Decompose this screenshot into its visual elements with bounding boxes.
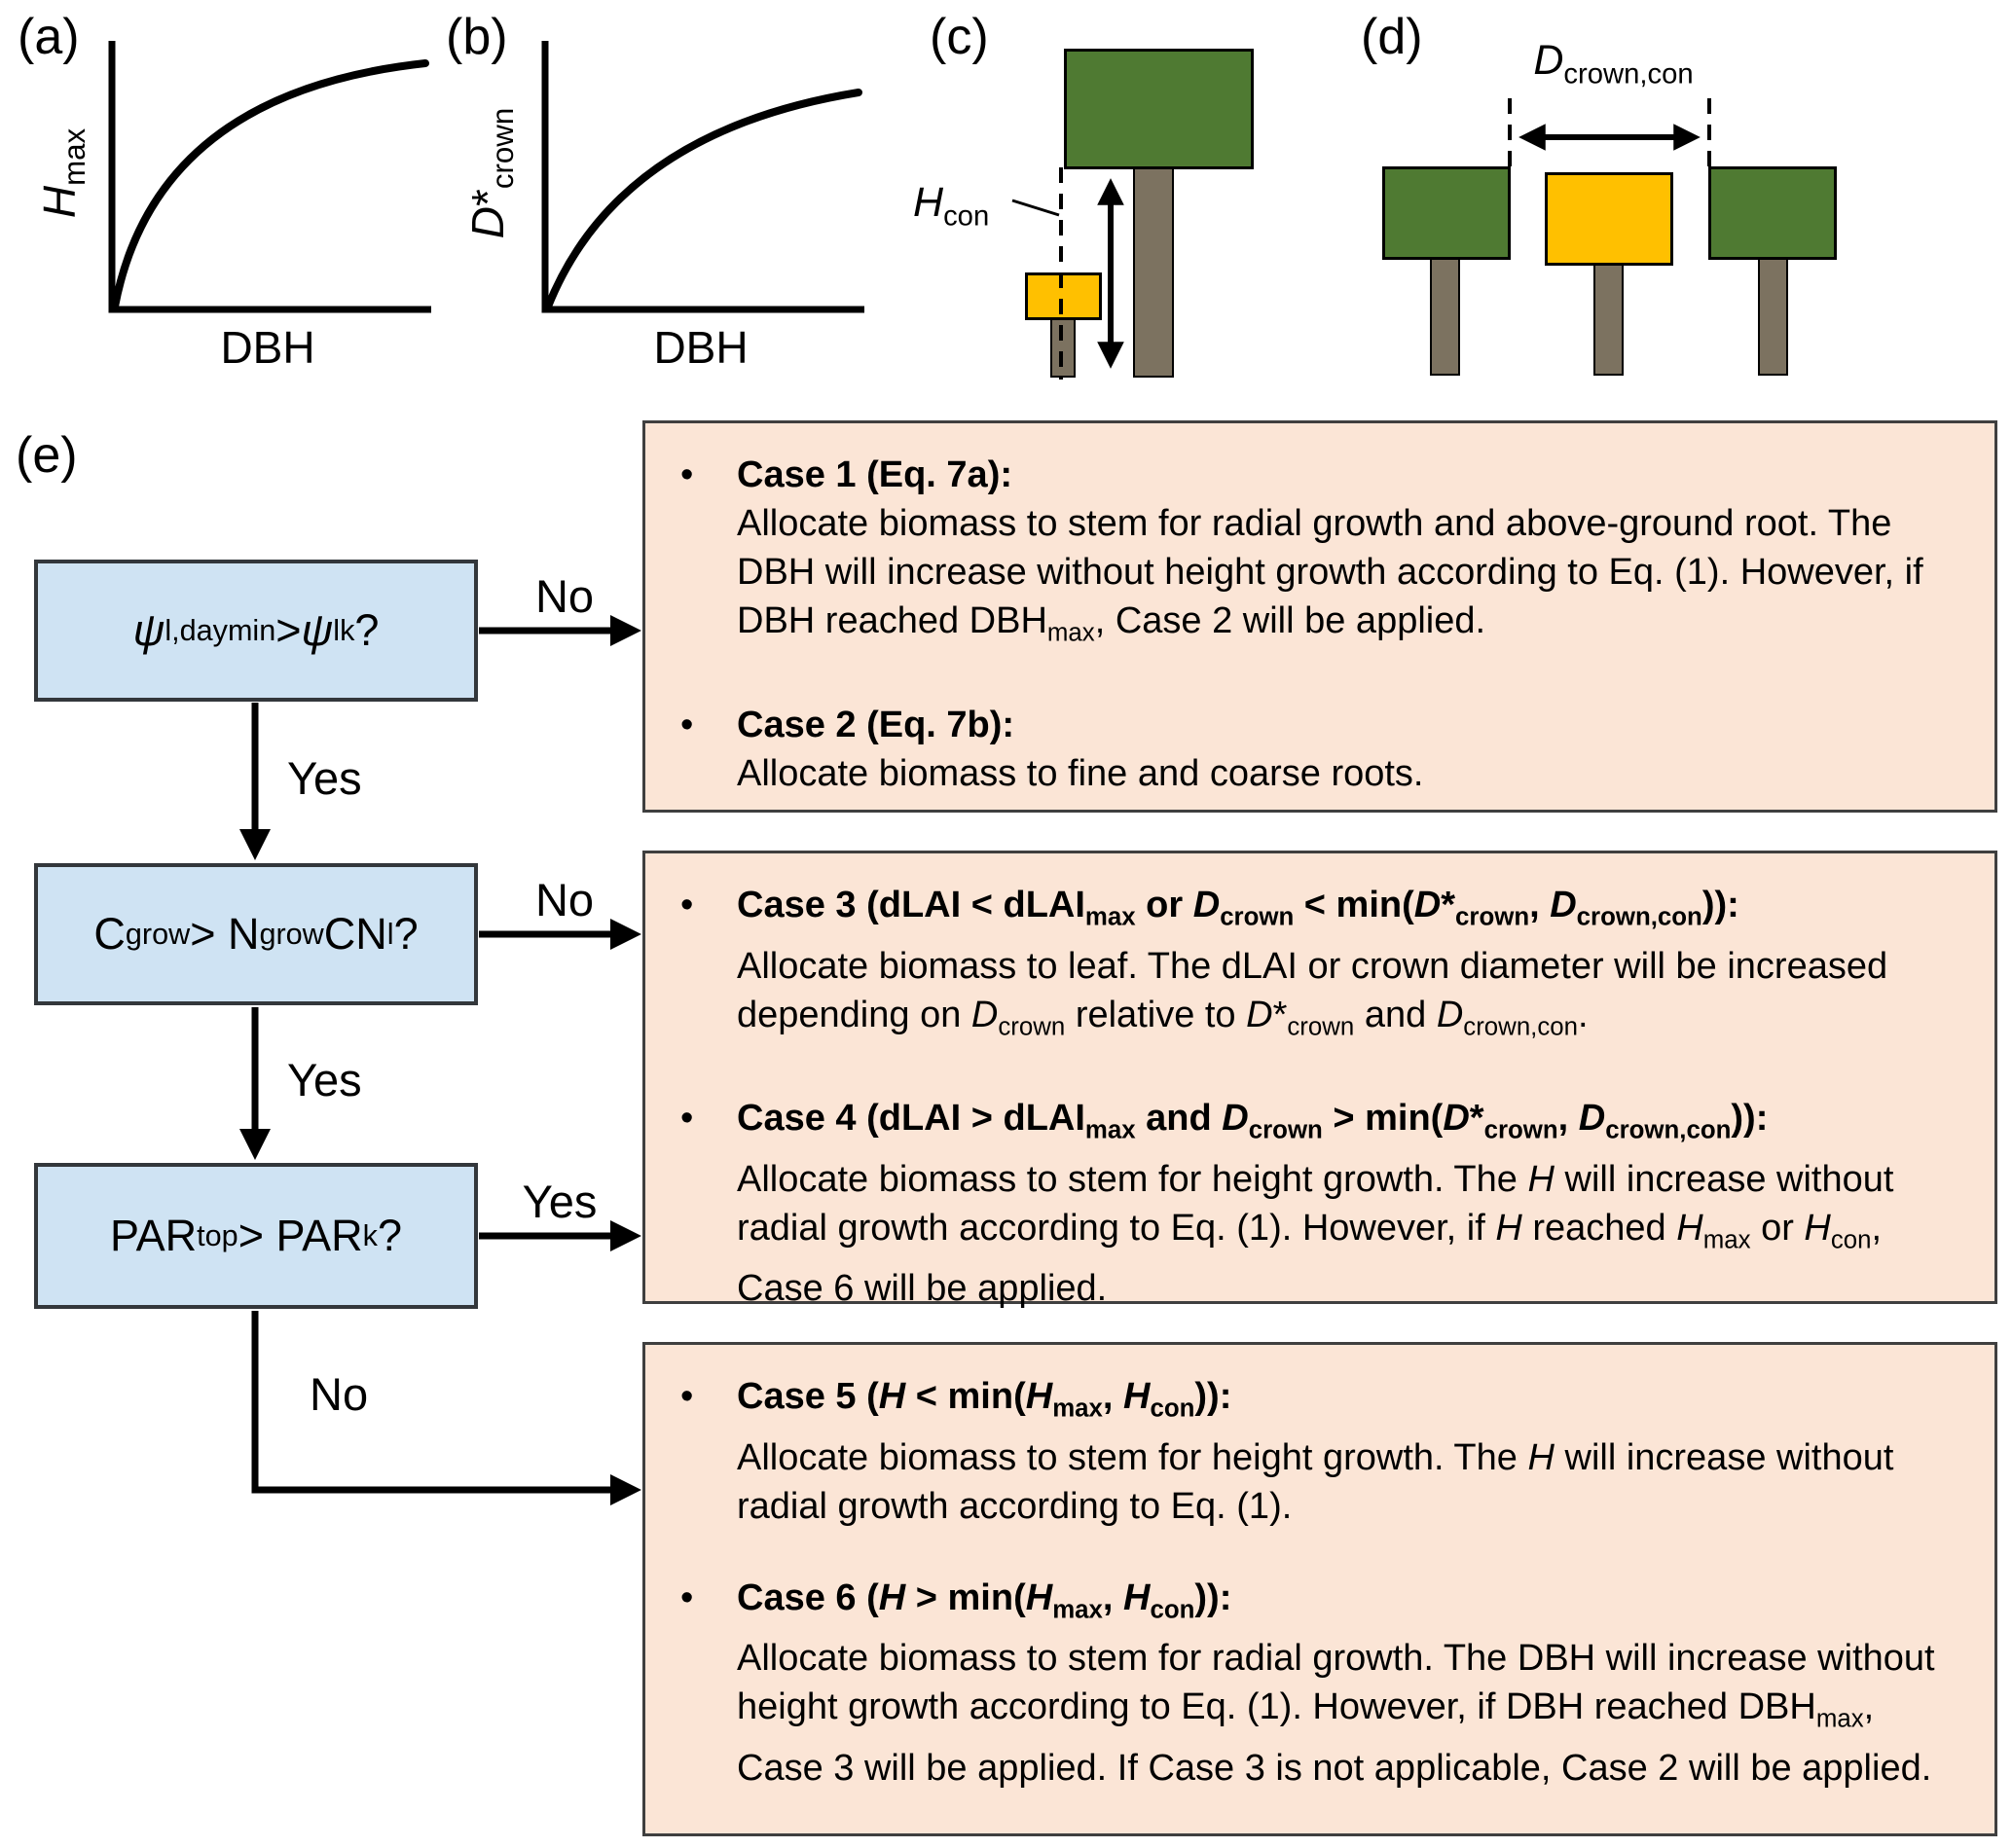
list-item: • Case 2 (Eq. 7b): Allocate biomass to f… — [680, 701, 1965, 798]
neighbor-tree-right-stem — [1758, 258, 1788, 376]
tall-tree-crown — [1064, 49, 1254, 169]
list-item: • Case 3 (dLAI < dLAImax or Dcrown < min… — [680, 881, 1965, 1051]
bullet-icon: • — [680, 885, 694, 925]
case-2-title: Case 2 (Eq. 7b): — [737, 704, 1015, 745]
case-6-body: Allocate biomass to stem for radial grow… — [737, 1638, 1935, 1789]
panel-b-x-axis-label: DBH — [653, 322, 749, 373]
case-1-body: Allocate biomass to stem for radial grow… — [737, 503, 1923, 647]
focal-tree-crown — [1545, 172, 1673, 266]
case-1: Case 1 (Eq. 7a): Allocate biomass to ste… — [737, 451, 1965, 658]
panel-b-curve — [544, 89, 862, 310]
case-box-1-2: • Case 1 (Eq. 7a): Allocate biomass to s… — [642, 420, 1997, 813]
case-4-title: Case 4 (dLAI > dLAImax and Dcrown > min(… — [737, 1098, 1769, 1144]
list-item: • Case 1 (Eq. 7a): Allocate biomass to s… — [680, 451, 1965, 658]
tall-tree-stem — [1133, 165, 1174, 378]
neighbor-tree-left-stem — [1430, 258, 1460, 376]
panel-a-curve — [111, 59, 429, 310]
panel-a-plot — [108, 41, 431, 313]
case-4: Case 4 (dLAI > dLAImax and Dcrown > min(… — [737, 1094, 1965, 1313]
list-item: • Case 5 (H < min(Hmax, Hcon)): Allocate… — [680, 1372, 1965, 1531]
bullet-icon: • — [680, 1376, 694, 1417]
hcon-pointer-line — [1011, 199, 1060, 217]
panel-e-label: (e) — [16, 427, 78, 484]
case-2: Case 2 (Eq. 7b): Allocate biomass to fin… — [737, 701, 1965, 798]
case-6: Case 6 (H > min(Hmax, Hcon)): Allocate b… — [737, 1574, 1965, 1793]
dcrowncon-annotation: Dcrown,con — [1533, 37, 1694, 91]
list-item: • Case 6 (H > min(Hmax, Hcon)): Allocate… — [680, 1574, 1965, 1793]
hcon-annotation: Hcon — [913, 179, 990, 233]
edge-label-no-1: No — [534, 570, 595, 622]
panel-a-x-axis-label: DBH — [220, 322, 315, 373]
case-6-title: Case 6 (H > min(Hmax, Hcon)): — [737, 1576, 1232, 1624]
case-1-title: Case 1 (Eq. 7a): — [737, 454, 1012, 495]
short-tree-stem — [1050, 316, 1076, 378]
panel-c-label: (c) — [930, 9, 989, 65]
edge-label-yes-3: Yes — [522, 1176, 598, 1227]
panel-a-label: (a) — [18, 9, 80, 65]
panel-b-label: (b) — [446, 9, 508, 65]
edge-label-yes-2: Yes — [287, 1054, 362, 1105]
list-item: • Case 4 (dLAI > dLAImax and Dcrown > mi… — [680, 1094, 1965, 1313]
panel-a-axes — [108, 41, 431, 313]
neighbor-tree-left-crown — [1382, 166, 1511, 260]
short-tree-crown — [1025, 272, 1102, 320]
focal-tree-stem — [1593, 264, 1624, 376]
neighbor-tree-right-crown — [1708, 166, 1837, 260]
bullet-icon: • — [680, 704, 694, 745]
case-4-body: Allocate biomass to stem for height grow… — [737, 1158, 1894, 1310]
panel-d-label: (d) — [1361, 9, 1423, 65]
panel-b-plot — [541, 41, 864, 313]
case-2-body: Allocate biomass to fine and coarse root… — [737, 752, 1424, 794]
bullet-icon: • — [680, 1098, 694, 1140]
case-5-title: Case 5 (H < min(Hmax, Hcon)): — [737, 1376, 1232, 1423]
case-5: Case 5 (H < min(Hmax, Hcon)): Allocate b… — [737, 1372, 1965, 1531]
case-3: Case 3 (dLAI < dLAImax or Dcrown < min(D… — [737, 881, 1965, 1051]
panel-a-y-axis-label: Hmax — [34, 127, 92, 219]
edge-label-no-2: No — [534, 874, 595, 925]
case-3-title: Case 3 (dLAI < dLAImax or Dcrown < min(D… — [737, 885, 1739, 931]
panel-b-y-axis-label: D*crown — [462, 107, 521, 239]
case-5-body: Allocate biomass to stem for height grow… — [737, 1436, 1894, 1527]
case-box-3-4: • Case 3 (dLAI < dLAImax or Dcrown < min… — [642, 851, 1997, 1309]
bullet-icon: • — [680, 1576, 694, 1618]
edge-label-yes-1: Yes — [287, 752, 362, 804]
case-box-5-6: • Case 5 (H < min(Hmax, Hcon)): Allocate… — [642, 1342, 1997, 1836]
edge-label-no-3: No — [310, 1368, 369, 1420]
case-3-body: Allocate biomass to leaf. The dLAI or cr… — [737, 945, 1888, 1041]
bullet-icon: • — [680, 454, 694, 495]
panel-b-axes — [541, 41, 864, 313]
